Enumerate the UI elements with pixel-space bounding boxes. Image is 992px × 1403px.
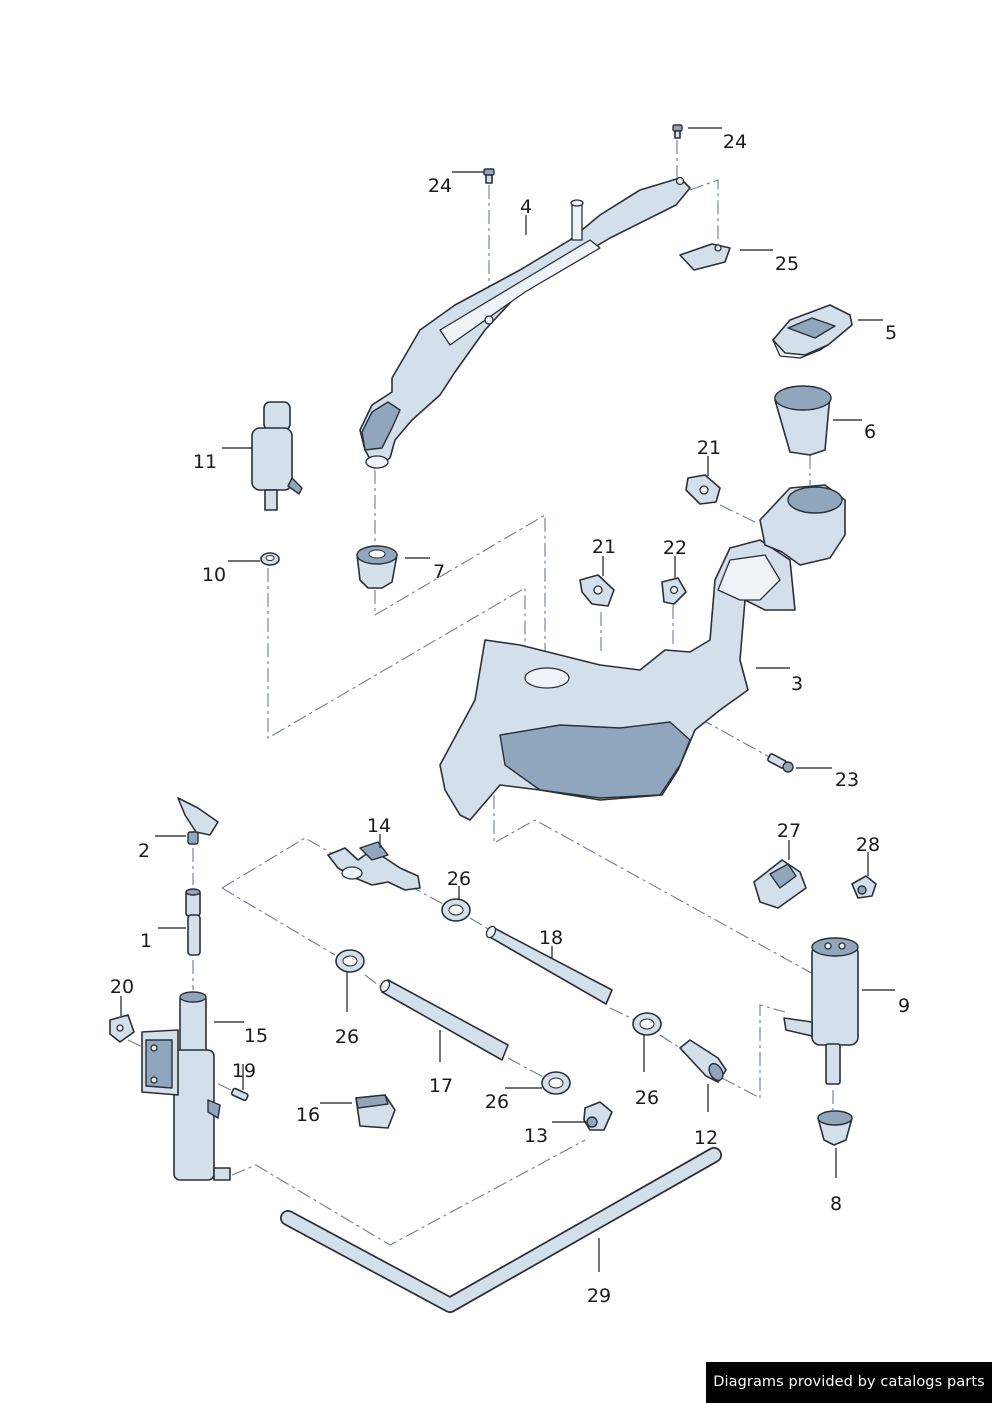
- callout-11: 11: [193, 451, 217, 473]
- callout-24-top: 24: [723, 131, 747, 153]
- part-9-washer-pump: [783, 937, 859, 1085]
- callout-5: 5: [885, 322, 897, 344]
- part-26-hose-clamp-c: [632, 1012, 662, 1036]
- callout-26-d: 26: [485, 1091, 509, 1113]
- part-23-screw: [767, 753, 794, 773]
- callout-18: 18: [539, 927, 563, 949]
- callout-28: 28: [856, 834, 880, 856]
- callout-3: 3: [791, 673, 803, 695]
- part-10-seal-ring: [260, 552, 280, 566]
- part-7-grommet: [356, 545, 398, 589]
- part-21-clip-upper: [685, 474, 721, 505]
- part-11-washer-pump: [251, 401, 303, 511]
- part-26-hose-clamp-a: [441, 898, 471, 922]
- callout-17: 17: [429, 1075, 453, 1097]
- leader-lines: [120, 127, 895, 1272]
- credit-banner: Diagrams provided by catalogs parts: [706, 1362, 992, 1403]
- callout-9: 9: [898, 995, 910, 1017]
- callout-labels: 1 2 3 4 5 6 7 8 9 10 11 12 13 14 15 16 1…: [110, 131, 910, 1307]
- part-24-screw-top: [672, 124, 683, 139]
- part-15-telescopic-cylinder: [141, 991, 231, 1181]
- part-2-spray-nozzle: [177, 797, 219, 845]
- part-3-washer-reservoir: [439, 484, 846, 821]
- part-1-washer-jet: [185, 888, 201, 956]
- callout-10: 10: [202, 564, 226, 586]
- callout-21-lower: 21: [592, 536, 616, 558]
- part-12-connector: [679, 1039, 727, 1083]
- part-25-clip: [679, 243, 731, 271]
- callout-2: 2: [138, 840, 150, 862]
- part-21-clip-lower: [579, 574, 615, 607]
- callout-8: 8: [830, 1193, 842, 1215]
- callout-13: 13: [524, 1125, 548, 1147]
- part-6-strainer-cup: [774, 385, 832, 456]
- callout-19: 19: [232, 1060, 256, 1082]
- part-24-screw-left: [483, 168, 495, 184]
- part-16-hose-clip: [355, 1094, 396, 1129]
- callout-23: 23: [835, 769, 859, 791]
- callout-26-c: 26: [635, 1087, 659, 1109]
- callout-20: 20: [110, 976, 134, 998]
- part-29-long-hose: [280, 1147, 722, 1313]
- callout-21-upper: 21: [697, 437, 721, 459]
- callout-15: 15: [244, 1025, 268, 1047]
- callout-14: 14: [367, 815, 391, 837]
- callout-16: 16: [296, 1104, 320, 1126]
- callout-22: 22: [663, 537, 687, 559]
- part-13-connector: [583, 1101, 613, 1131]
- callout-1: 1: [140, 930, 152, 952]
- callout-7: 7: [433, 561, 445, 583]
- callout-26-b: 26: [335, 1026, 359, 1048]
- part-19-screw: [230, 1087, 249, 1102]
- callout-29: 29: [587, 1285, 611, 1307]
- part-20-clip: [109, 1014, 135, 1043]
- part-28-plug: [851, 875, 877, 899]
- part-14-y-connector: [327, 841, 421, 891]
- part-22-clip: [661, 577, 687, 605]
- callout-12: 12: [694, 1127, 718, 1149]
- part-26-hose-clamp-d: [541, 1071, 571, 1095]
- callout-24-left: 24: [428, 175, 452, 197]
- part-5-filler-cap: [772, 304, 853, 359]
- callout-4: 4: [520, 196, 532, 218]
- part-17-hose: [379, 979, 509, 1061]
- callout-27: 27: [777, 820, 801, 842]
- part-18-hose: [485, 925, 613, 1005]
- part-27-connector: [753, 859, 807, 909]
- callout-25: 25: [775, 253, 799, 275]
- callout-6: 6: [864, 421, 876, 443]
- part-8-grommet: [817, 1110, 853, 1146]
- part-4-upper-channel: [359, 176, 691, 469]
- callout-26-a: 26: [447, 868, 471, 890]
- part-26-hose-clamp-b: [335, 949, 365, 973]
